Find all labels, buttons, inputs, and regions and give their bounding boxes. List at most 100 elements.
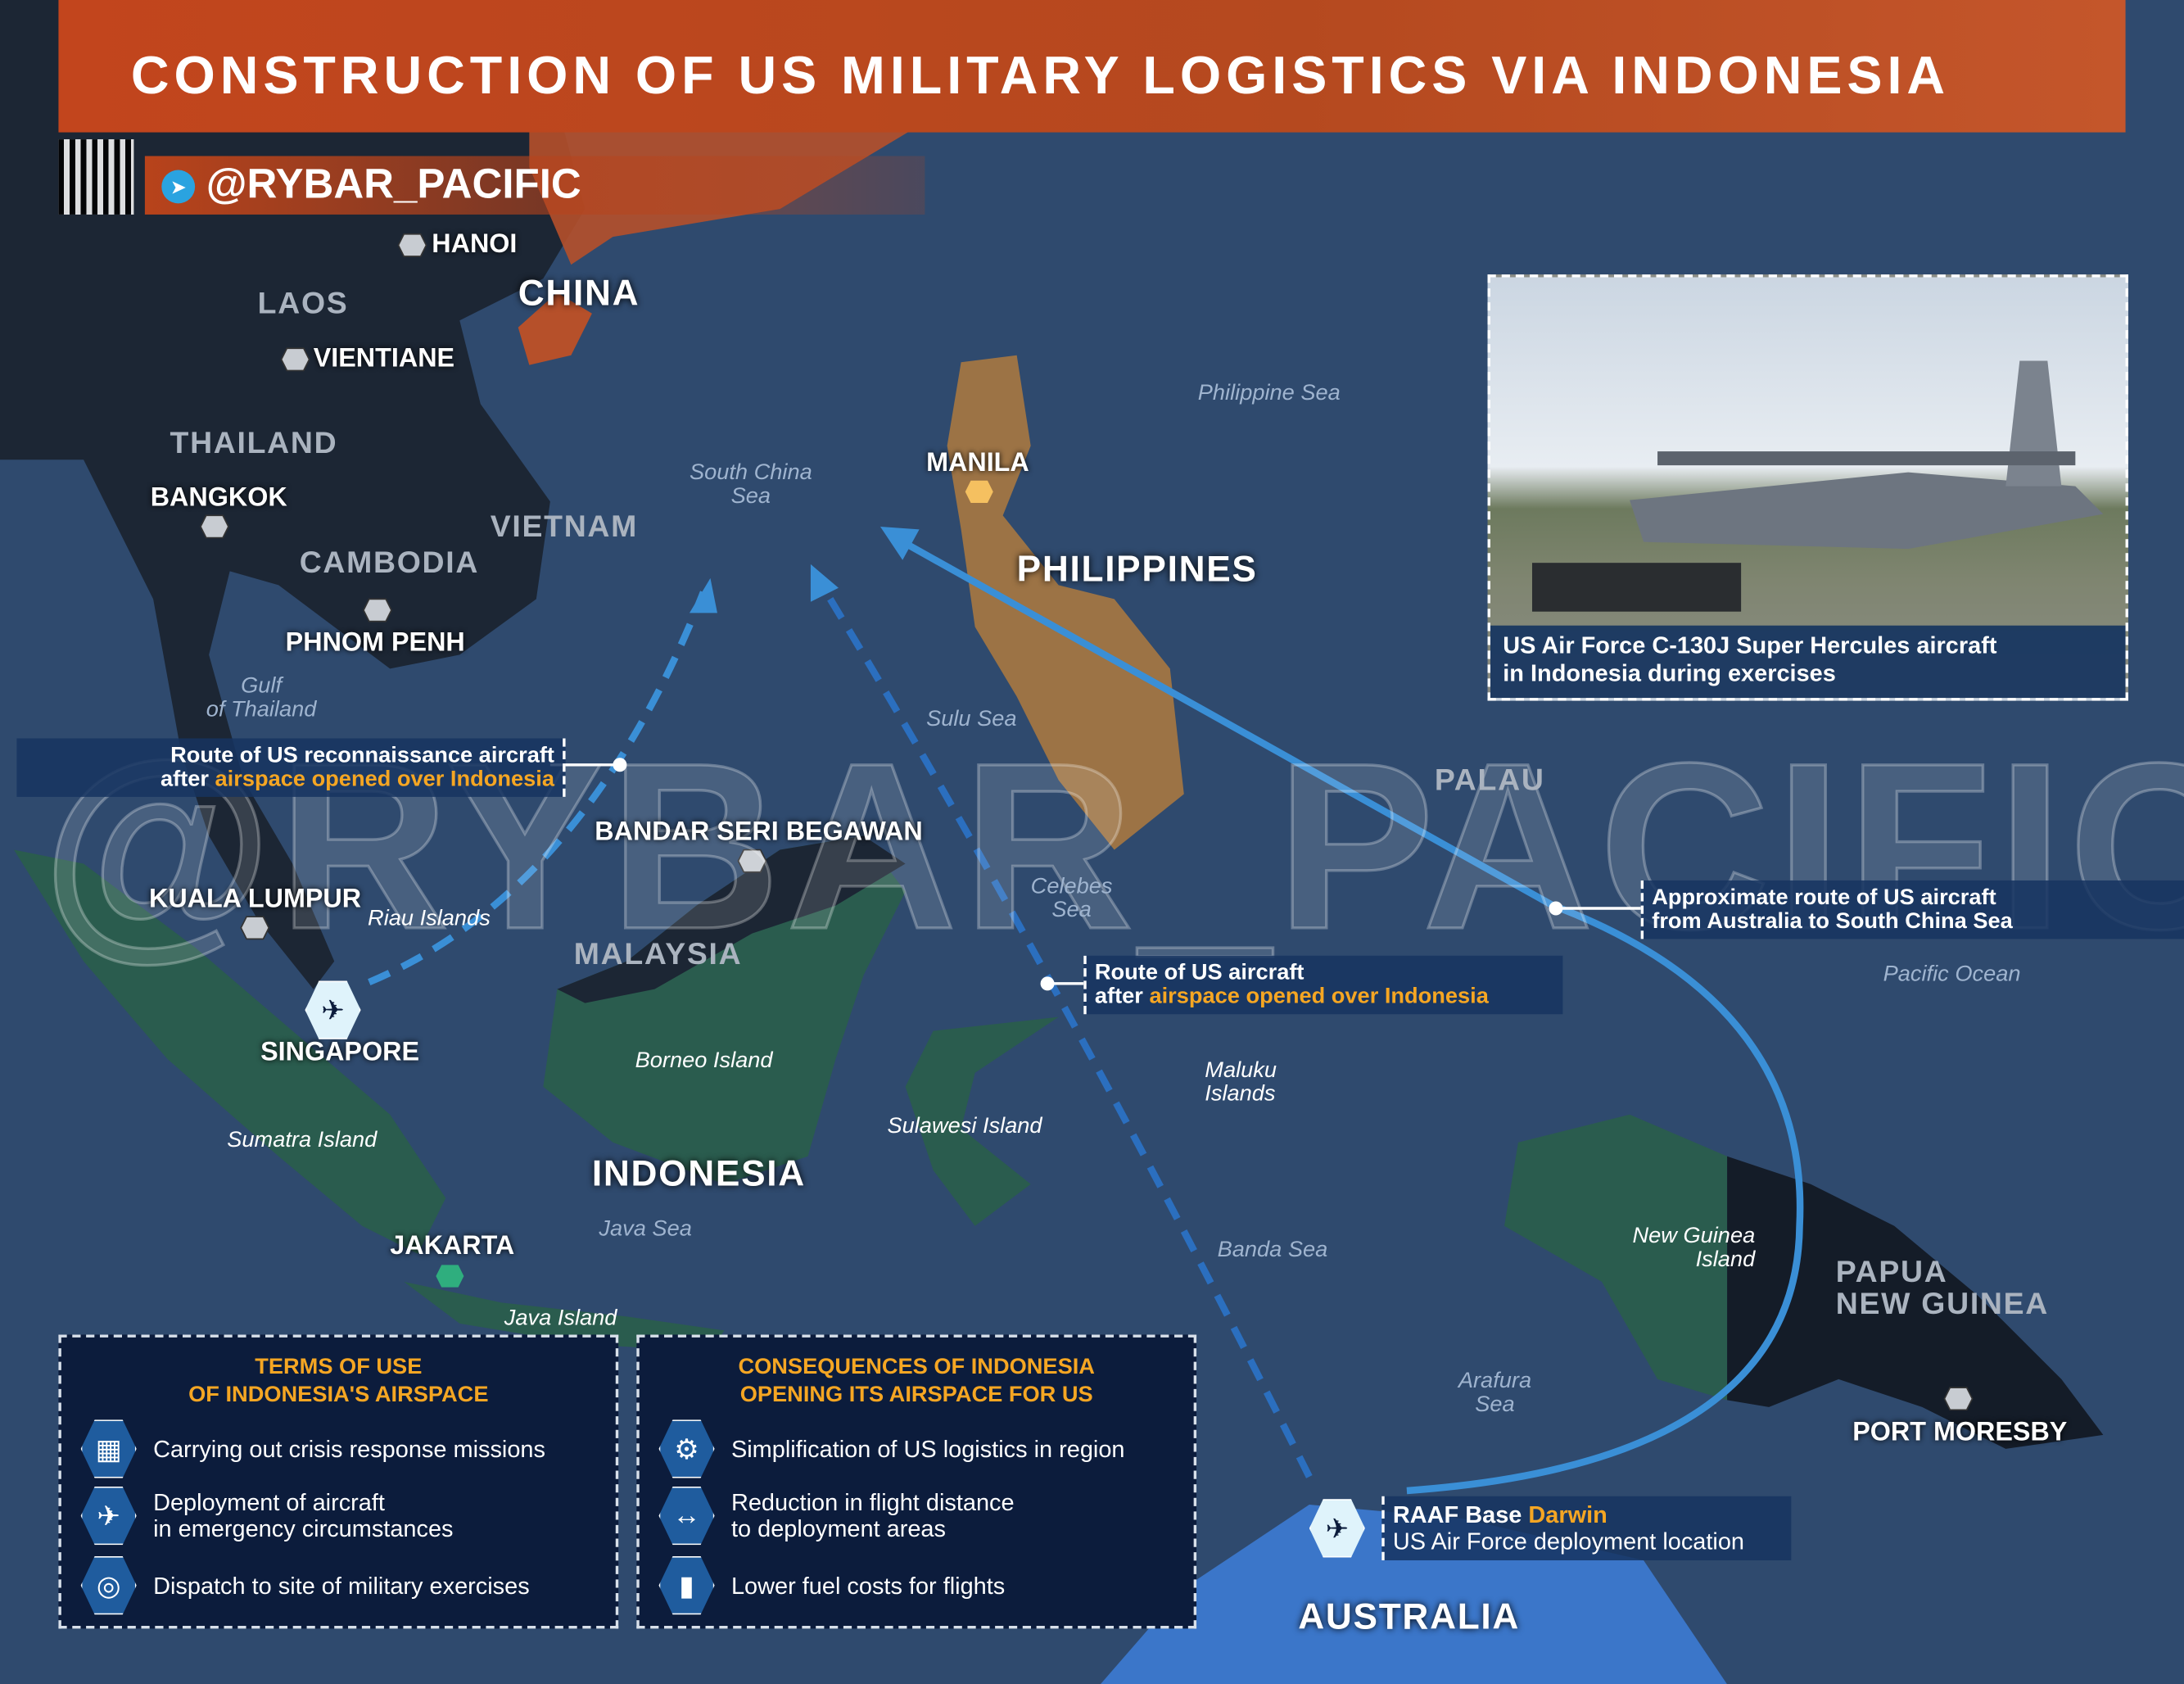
callout-text: after: [161, 767, 215, 792]
target-icon: ◎: [80, 1555, 137, 1615]
callout-line: US Air Force deployment location: [1392, 1528, 1745, 1555]
land-indochina: [0, 0, 586, 989]
land-sabah: [557, 835, 906, 1003]
airplane-icon: ✈: [80, 1486, 137, 1546]
label-manila: MANILA: [926, 448, 1029, 478]
label-thailand: THAILAND: [170, 424, 338, 460]
label-palau: PALAU: [1434, 762, 1545, 797]
panel-terms-of-use: TERMS OF USE OF INDONESIA'S AIRSPACE ▦ Car…: [58, 1334, 619, 1629]
item-text: Simplification of US logistics in region: [730, 1435, 1125, 1463]
list-item: ⚙ Simplification of US logistics in regio…: [658, 1419, 1125, 1478]
label-vientiane: VIENTIANE: [313, 344, 455, 373]
panel-title: CONSEQUENCES OF INDONESIA OPENING ITS AIR…: [640, 1354, 1194, 1410]
land-png: [1727, 1156, 2104, 1449]
panel-title-line: CONSEQUENCES OF INDONESIA: [738, 1355, 1095, 1379]
panel-title-line: OPENING ITS AIRSPACE FOR US: [739, 1383, 1093, 1407]
label-new-guinea: New Guinea Island: [1632, 1225, 1756, 1272]
label-china: CHINA: [518, 271, 640, 314]
monitor-network-icon: ▦: [80, 1419, 137, 1478]
label-australia: AUSTRALIA: [1298, 1595, 1521, 1637]
label-png: PAPUA NEW GUINEA: [1835, 1253, 2050, 1321]
photo-c130j: US Air Force C-130J Super Hercules aircr…: [1487, 274, 2128, 701]
label-sulu-sea: Sulu Sea: [926, 708, 1017, 731]
approx-route-arrow: [879, 526, 920, 560]
aircraft-illustration: [1531, 360, 2104, 612]
label-laos: LAOS: [257, 285, 349, 321]
label-gulf-of-thailand: Gulf of Thailand: [206, 674, 317, 722]
label-hanoi: HANOI: [432, 229, 518, 260]
callout-highlight: airspace opened over Indonesia: [215, 767, 554, 792]
label-indonesia: INDONESIA: [591, 1152, 806, 1194]
title-bar: CONSTRUCTION OF US MILITARY LOGISTICS VI…: [58, 0, 2126, 133]
label-maluku: Maluku Islands: [1205, 1058, 1277, 1107]
channel-handle[interactable]: ➤ @RYBAR_PACIFIC: [144, 156, 925, 215]
recon-route-arrow: [689, 577, 717, 613]
callout-line: Route of US aircraft: [1094, 961, 1305, 985]
callout-text: after: [1094, 985, 1150, 1009]
panel-title-line: TERMS OF USE: [255, 1355, 423, 1379]
marker-phnom-penh: [362, 598, 392, 622]
item-text: Deployment of aircraft in emergency circ…: [153, 1489, 454, 1542]
fuel-drop-icon: ▮: [658, 1555, 715, 1615]
label-singapore: SINGAPORE: [260, 1038, 420, 1067]
callout-line: from Australia to South China Sea: [1652, 909, 2013, 934]
label-celebes-sea: Celebes Sea: [1030, 875, 1113, 922]
item-text: Lower fuel costs for flights: [730, 1572, 1006, 1599]
callout-highlight: airspace opened over Indonesia: [1149, 985, 1489, 1009]
item-text: Reduction in flight distance to deployme…: [730, 1489, 1015, 1542]
panel-title-line: OF INDONESIA'S AIRSPACE: [188, 1383, 489, 1407]
callout-approx-route: Approximate route of US aircraft from Au…: [1640, 880, 2184, 939]
callout-text: RAAF Base: [1392, 1501, 1529, 1528]
callout-us-aircraft-route: Route of US aircraft after airspace open…: [1083, 955, 1563, 1015]
land-hainan: [518, 292, 592, 365]
distance-ruler-icon: ↔: [658, 1486, 715, 1546]
label-vietnam: VIETNAM: [490, 508, 639, 544]
callout-line: Route of US reconnaissance aircraft: [170, 744, 554, 768]
recon-callout-dot: [613, 758, 627, 772]
land-sulawesi: [905, 1016, 1059, 1226]
handle-text: @RYBAR_PACIFIC: [206, 161, 581, 208]
page-title: CONSTRUCTION OF US MILITARY LOGISTICS VI…: [130, 47, 1951, 106]
label-philippines: PHILIPPINES: [1016, 547, 1258, 590]
callout-highlight: Darwin: [1528, 1501, 1607, 1528]
label-south-china-sea: South China Sea: [689, 460, 812, 509]
caption-line: in Indonesia during exercises: [1503, 660, 1836, 687]
label-borneo: Borneo Island: [635, 1048, 773, 1073]
recon-route-line: [368, 591, 707, 986]
approx-callout-dot: [1549, 901, 1563, 916]
qr-code-icon[interactable]: [58, 139, 134, 215]
label-arafura-sea: Arafura Sea: [1458, 1369, 1532, 1417]
label-pacific-ocean: Pacific Ocean: [1883, 962, 2021, 987]
us-aircraft-route-arrow: [810, 564, 839, 602]
label-philippine-sea: Philippine Sea: [1197, 382, 1341, 405]
list-item: ◎ Dispatch to site of military exercises: [80, 1555, 530, 1615]
item-text: Dispatch to site of military exercises: [153, 1572, 530, 1599]
label-port-moresby: PORT MORESBY: [1852, 1418, 2068, 1448]
label-malaysia: MALAYSIA: [573, 936, 743, 971]
photo-caption: US Air Force C-130J Super Hercules aircr…: [1490, 625, 2126, 699]
telegram-icon: ➤: [161, 170, 196, 204]
label-sumatra: Sumatra Island: [227, 1128, 378, 1152]
label-banda-sea: Banda Sea: [1217, 1238, 1328, 1263]
label-bangkok: BANGKOK: [150, 483, 287, 513]
label-sulawesi: Sulawesi Island: [887, 1114, 1042, 1139]
list-item: ▮ Lower fuel costs for flights: [658, 1555, 1006, 1615]
panel-consequences: CONSEQUENCES OF INDONESIA OPENING ITS AIR…: [636, 1334, 1197, 1629]
land-sumatra: [14, 849, 446, 1254]
panel-title: TERMS OF USE OF INDONESIA'S AIRSPACE: [61, 1354, 616, 1410]
caption-line: US Air Force C-130J Super Hercules aircr…: [1503, 632, 1997, 659]
label-java-sea: Java Sea: [599, 1217, 692, 1242]
label-kuala-lumpur: KUALA LUMPUR: [148, 885, 362, 914]
item-text: Carrying out crisis response missions: [153, 1435, 545, 1463]
approx-route-line: [903, 540, 1804, 1495]
land-new-guinea-west: [1503, 1114, 1728, 1401]
list-item: ✈ Deployment of aircraft in emergency cir…: [80, 1486, 454, 1546]
gear-cycle-icon: ⚙: [658, 1419, 715, 1478]
callout-line: Approximate route of US aircraft: [1652, 885, 1996, 910]
marker-jakarta: [436, 1265, 464, 1288]
label-cambodia: CAMBODIA: [299, 545, 480, 580]
land-java: [404, 1281, 725, 1351]
list-item: ↔ Reduction in flight distance to deploym…: [658, 1486, 1015, 1546]
